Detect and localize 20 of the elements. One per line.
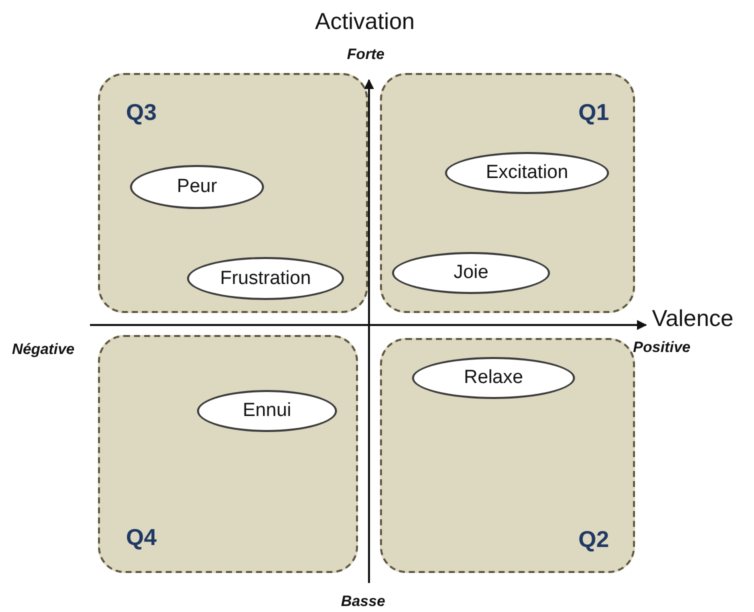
quadrant-label: Q2 [578, 528, 609, 551]
axis-end-label: Positive [633, 340, 691, 355]
emotion-ellipse: Frustration [187, 257, 344, 300]
quadrant-label: Q1 [578, 101, 609, 124]
emotion-ellipse: Excitation [445, 152, 609, 194]
axis-title: Valence [652, 307, 734, 330]
axis-end-label: Forte [347, 47, 384, 62]
emotion-ellipse: Ennui [197, 390, 337, 432]
axis-end-label: Négative [12, 342, 75, 357]
emotion-ellipse: Joie [392, 252, 550, 294]
quadrant-panel [380, 73, 635, 313]
quadrant-panel [380, 338, 635, 573]
quadrant-label: Q4 [126, 526, 157, 549]
emotion-ellipse: Peur [130, 165, 264, 209]
quadrant-panel [98, 335, 358, 573]
axis-title: Activation [315, 10, 415, 33]
emotion-ellipse: Relaxe [412, 357, 575, 399]
quadrant-label: Q3 [126, 101, 157, 124]
quadrant-panel [98, 73, 368, 313]
axis-end-label: Basse [341, 594, 386, 609]
